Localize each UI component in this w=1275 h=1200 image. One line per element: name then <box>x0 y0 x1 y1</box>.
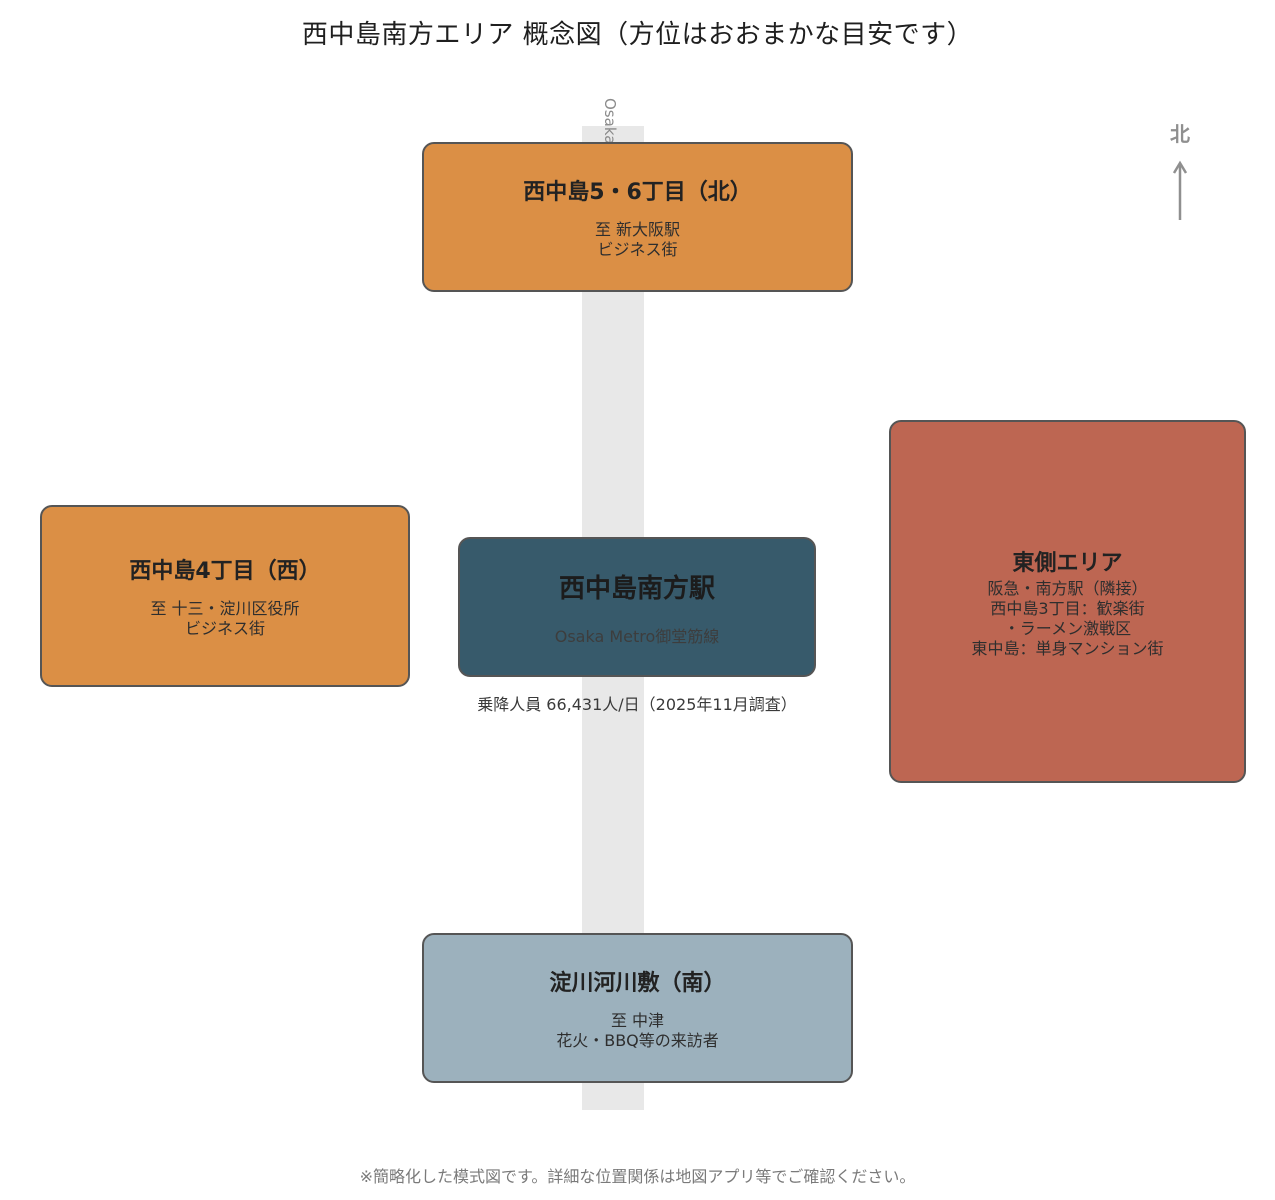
area-east-line: ・ラーメン激戦区 <box>1003 618 1132 638</box>
station-name: 西中島南方駅 <box>558 573 715 604</box>
station-ridership: 乗降人員 66,431人/日（2025年11月調査） <box>477 695 797 714</box>
area-south-line: 花火・BBQ等の来訪者 <box>556 1031 719 1050</box>
area-east-line: 東中島：単身マンション街 <box>971 638 1164 658</box>
area-east-name: 東側エリア <box>1012 550 1123 576</box>
area-west-details: 至 十三・淀川区役所 ビジネス街 <box>150 599 299 639</box>
station-box: 西中島南方駅 Osaka Metro御堂筋線 <box>458 537 816 677</box>
area-west-name: 西中島4丁目（西） <box>129 559 321 584</box>
area-east-line: 阪急・南方駅（隣接） <box>987 578 1148 598</box>
diagram-title: 西中島南方エリア 概念図（方位はおおまかな目安です） <box>301 20 974 50</box>
area-west-line: ビジネス街 <box>184 619 265 638</box>
area-west-box: 西中島4丁目（西） 至 十三・淀川区役所 ビジネス街 <box>40 505 410 687</box>
area-east-box: 東側エリア 阪急・南方駅（隣接） 西中島3丁目：歓楽街 ・ラーメン激戦区 東中島… <box>889 420 1246 783</box>
area-north-line: ビジネス街 <box>597 240 678 259</box>
area-north-line: 至 新大阪駅 <box>594 220 681 239</box>
compass-north-label: 北 <box>1170 122 1190 146</box>
area-south-name: 淀川河川敷（南） <box>549 971 726 996</box>
area-east-line: 西中島3丁目：歓楽街 <box>990 598 1145 618</box>
area-east-details: 阪急・南方駅（隣接） 西中島3丁目：歓楽街 ・ラーメン激戦区 東中島：単身マンシ… <box>971 579 1163 659</box>
area-west-line: 至 十三・淀川区役所 <box>150 599 300 618</box>
area-north-box: 西中島5・6丁目（北） 至 新大阪駅 ビジネス街 <box>422 142 853 292</box>
area-north-name: 西中島5・6丁目（北） <box>523 180 752 205</box>
area-north-details: 至 新大阪駅 ビジネス街 <box>595 220 680 260</box>
north-arrow-icon <box>1172 160 1188 220</box>
station-line-name: Osaka Metro御堂筋線 <box>554 626 720 646</box>
compass: 北 <box>1160 118 1200 228</box>
footnote: ※簡略化した模式図です。詳細な位置関係は地図アプリ等でご確認ください。 <box>359 1167 916 1186</box>
area-south-box: 淀川河川敷（南） 至 中津 花火・BBQ等の来訪者 <box>422 933 853 1083</box>
area-south-details: 至 中津 花火・BBQ等の来訪者 <box>556 1011 719 1051</box>
area-south-line: 至 中津 <box>610 1011 665 1030</box>
